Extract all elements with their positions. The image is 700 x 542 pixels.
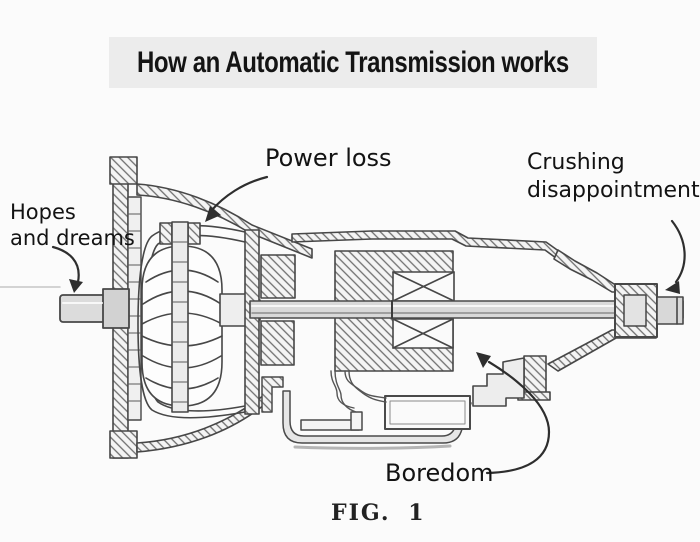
oil-filter: [300, 395, 471, 431]
label-line: Hopes: [10, 200, 76, 224]
label-crushing-disappointment: Crushing disappointment: [527, 149, 700, 205]
power-loss-arrow: [209, 175, 269, 213]
label-line: and dreams: [10, 226, 135, 250]
bearing-x-boxes: [392, 271, 455, 349]
label-power-loss: Power loss: [265, 144, 392, 172]
page-title: How an Automatic Transmission works: [137, 45, 569, 79]
fluid-pipes: [330, 370, 387, 413]
label-line: Boredom: [385, 459, 494, 487]
output-coupling: [614, 283, 684, 338]
boredom-arrow: [485, 360, 551, 475]
label-line: Power loss: [265, 144, 392, 172]
main-shaft: [249, 300, 684, 319]
pointer-arrows: [51, 175, 686, 475]
input-shaft: [59, 288, 130, 329]
hopes-arrow: [51, 245, 80, 284]
label-hopes-and-dreams: Hopes and dreams: [10, 199, 135, 251]
torque-converter: [137, 221, 261, 419]
title-band: How an Automatic Transmission works: [109, 37, 597, 88]
label-line: Crushing: [527, 150, 625, 175]
crushing-arrow: [670, 219, 686, 284]
figure-caption: FIG. 1: [331, 500, 426, 526]
pan-bracket: [261, 376, 284, 413]
oil-pan: [261, 370, 472, 450]
flexplate: [127, 196, 142, 421]
tail-housing: [472, 249, 684, 407]
label-boredom: Boredom: [385, 459, 494, 487]
label-line: disappointment: [527, 178, 700, 203]
